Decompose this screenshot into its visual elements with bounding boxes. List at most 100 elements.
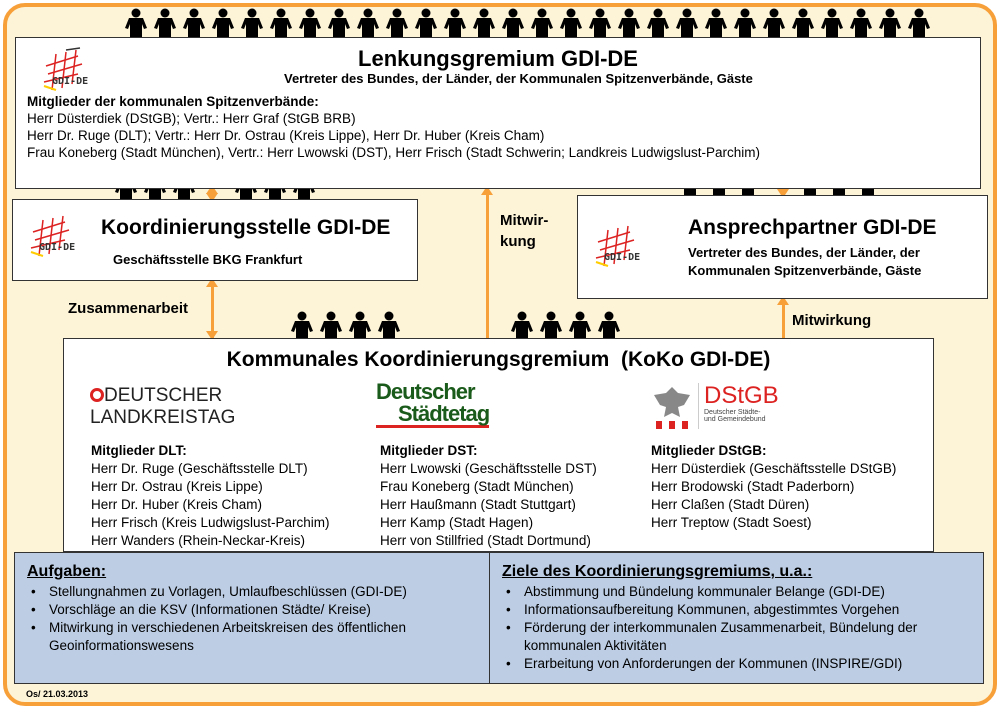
column-heading: Mitglieder DST:: [380, 443, 478, 458]
koordinierung-title: Koordinierungsstelle GDI-DE: [101, 216, 391, 239]
arrow-mitwirkung-right: [777, 296, 789, 338]
person-icon: [269, 8, 293, 42]
member: Herr Dr. Ruge (Geschäftsstelle DLT): [91, 461, 308, 476]
people-group-top: [124, 8, 931, 42]
eagle-icon: [654, 387, 690, 429]
logo-text: Deutscher Städte-: [704, 409, 761, 416]
person-icon: [414, 8, 438, 42]
person-icon: [443, 8, 467, 42]
person-icon: [559, 8, 583, 42]
person-icon: [153, 8, 177, 42]
subtitle-line: Vertreter des Bundes, der Länder, der: [688, 245, 920, 260]
member: Herr Lwowski (Geschäftsstelle DST): [380, 461, 597, 476]
subtitle-line: Kommunalen Spitzenverbände, Gäste: [688, 263, 922, 278]
person-icon: [356, 8, 380, 42]
ziele-panel: Ziele des Koordinierungsgremiums, u.a.: …: [489, 552, 984, 684]
lenkungsgremium-box: GDI-DE Lenkungsgremium GDI-DE Vertreter …: [15, 37, 981, 189]
koordinierungsstelle-box: GDI-DE Koordinierungsstelle GDI-DE Gesch…: [12, 199, 418, 281]
dst-members: Mitglieder DST: Herr Lwowski (Geschäftsst…: [380, 442, 597, 550]
people-group-koko-right: [510, 311, 621, 345]
column-heading: Mitglieder DStGB:: [651, 443, 767, 458]
arrow-mitwirkung-center: [481, 186, 493, 338]
person-icon: [733, 8, 757, 42]
member-line: Frau Koneberg (Stadt München), Vertr.: H…: [27, 145, 761, 160]
ziele-title: Ziele des Koordinierungsgremiums, u.a.:: [502, 563, 813, 580]
double-arrow-lenkung-koord: [206, 185, 218, 202]
member: Frau Koneberg (Stadt München): [380, 479, 574, 494]
koko-title: Kommunales Koordinierungsgremium (KoKo G…: [226, 348, 771, 371]
label-mitwirkung-right: Mitwirkung: [792, 312, 872, 329]
dlt-emblem-icon: [90, 388, 104, 402]
logo-text: LANDKREISTAG: [90, 407, 236, 428]
person-icon: [704, 8, 728, 42]
koko-box: Kommunales Koordinierungsgremium (KoKo G…: [63, 338, 934, 552]
person-icon: [319, 311, 343, 345]
gdi-de-logo: GDI-DE: [590, 222, 650, 272]
ansprech-title: Ansprechpartner GDI-DE: [688, 216, 937, 239]
member: Herr Kamp (Stadt Hagen): [380, 515, 534, 530]
label-mitwirkung-center: Mitwir-kung: [500, 210, 548, 252]
logo-text: GDI-DE: [604, 252, 641, 263]
label-line: kung: [500, 233, 536, 250]
double-arrow-zusammenarbeit: [206, 278, 218, 340]
logo-text: DStGB: [704, 382, 779, 409]
person-icon: [124, 8, 148, 42]
person-icon: [878, 8, 902, 42]
gdi-de-logo: GDI-DE: [25, 212, 85, 262]
person-icon: [820, 8, 844, 42]
members-heading: Mitglieder der kommunalen Spitzenverbänd…: [27, 94, 319, 109]
lenkung-members: Mitglieder der kommunalen Spitzenverbänd…: [27, 93, 760, 161]
column-heading: Mitglieder DLT:: [91, 443, 187, 458]
label-zusammenarbeit: Zusammenarbeit: [68, 300, 189, 317]
member: Herr Düsterdiek (Geschäftsstelle DStGB): [651, 461, 897, 476]
koordinierung-subtitle: Geschäftsstelle BKG Frankfurt: [113, 252, 303, 267]
person-icon: [646, 8, 670, 42]
logo-text: und Gemeindebund: [704, 416, 766, 423]
aufgaben-panel: Aufgaben: Stellungnahmen zu Vorlagen, Um…: [14, 552, 491, 684]
member: Herr Dr. Ostrau (Kreis Lippe): [91, 479, 263, 494]
aufgaben-item: Mitwirkung in verschiedenen Arbeitskreis…: [27, 619, 478, 655]
people-group-koko-left: [290, 311, 401, 345]
person-icon: [298, 8, 322, 42]
member: Herr Haußmann (Stadt Stuttgart): [380, 497, 576, 512]
person-icon: [597, 311, 621, 345]
person-icon: [385, 8, 409, 42]
person-icon: [240, 8, 264, 42]
person-icon: [377, 311, 401, 345]
member: Herr Brodowski (Stadt Paderborn): [651, 479, 855, 494]
person-icon: [588, 8, 612, 42]
aufgaben-item: Stellungnahmen zu Vorlagen, Umlaufbeschl…: [27, 583, 478, 601]
dlt-members: Mitglieder DLT: Herr Dr. Ruge (Geschäftss…: [91, 442, 330, 550]
person-icon: [530, 8, 554, 42]
member: Herr Claßen (Stadt Düren): [651, 497, 810, 512]
person-icon: [539, 311, 563, 345]
gdi-de-logo: GDI-DE: [38, 46, 98, 96]
person-icon: [675, 8, 699, 42]
person-icon: [907, 8, 931, 42]
lenkung-title: Lenkungsgremium GDI-DE: [358, 46, 638, 71]
logo-text: DEUTSCHER: [104, 385, 223, 406]
ziele-item: Abstimmung und Bündelung kommunaler Bela…: [502, 583, 971, 601]
logo-text: GDI-DE: [52, 76, 89, 87]
logo-text: Städtetag: [376, 403, 490, 428]
person-icon: [290, 311, 314, 345]
member-line: Herr Dr. Ruge (DLT); Vertr.: Herr Dr. Os…: [27, 128, 545, 143]
ziele-item: Erarbeitung von Anforderungen der Kommun…: [502, 655, 971, 673]
member: Herr Treptow (Stadt Soest): [651, 515, 812, 530]
footer-date: Os/ 21.03.2013: [26, 689, 89, 699]
person-icon: [182, 8, 206, 42]
person-icon: [762, 8, 786, 42]
logo-text: GDI-DE: [39, 242, 76, 253]
aufgaben-item: Vorschläge an die KSV (Informationen Stä…: [27, 601, 478, 619]
person-icon: [211, 8, 235, 42]
label-line: Mitwir-: [500, 212, 549, 229]
person-icon: [568, 311, 592, 345]
lenkung-subtitle: Vertreter des Bundes, der Länder, der Ko…: [284, 71, 753, 86]
member: Herr von Stillfried (Stadt Dortmund): [380, 533, 591, 548]
dstgb-members: Mitglieder DStGB: Herr Düsterdiek (Geschä…: [651, 442, 896, 532]
member: Herr Frisch (Kreis Ludwigslust-Parchim): [91, 515, 330, 530]
dst-logo: Deutscher Städtetag: [376, 381, 490, 428]
